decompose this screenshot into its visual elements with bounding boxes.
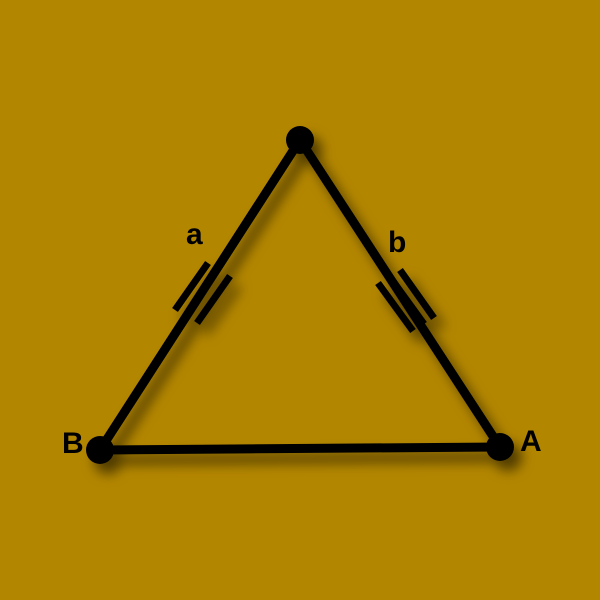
tick-mark-left-2	[194, 273, 233, 326]
side-label-b: b	[388, 226, 406, 259]
vertex-b	[86, 436, 114, 464]
vertex-a	[486, 433, 514, 461]
tick-mark-right-1	[375, 280, 416, 334]
vertex-top	[286, 126, 314, 154]
tick-mark-right-3	[397, 267, 437, 321]
triangle-side-left	[95, 135, 305, 455]
side-label-a: a	[186, 218, 203, 251]
triangle-side-bottom	[95, 442, 505, 455]
vertex-label-a: A	[520, 425, 542, 458]
tick-mark-left-1	[172, 260, 211, 313]
vertex-label-b: B	[62, 427, 84, 460]
triangle-group	[86, 126, 514, 464]
tick-mark-right-2	[387, 274, 427, 327]
